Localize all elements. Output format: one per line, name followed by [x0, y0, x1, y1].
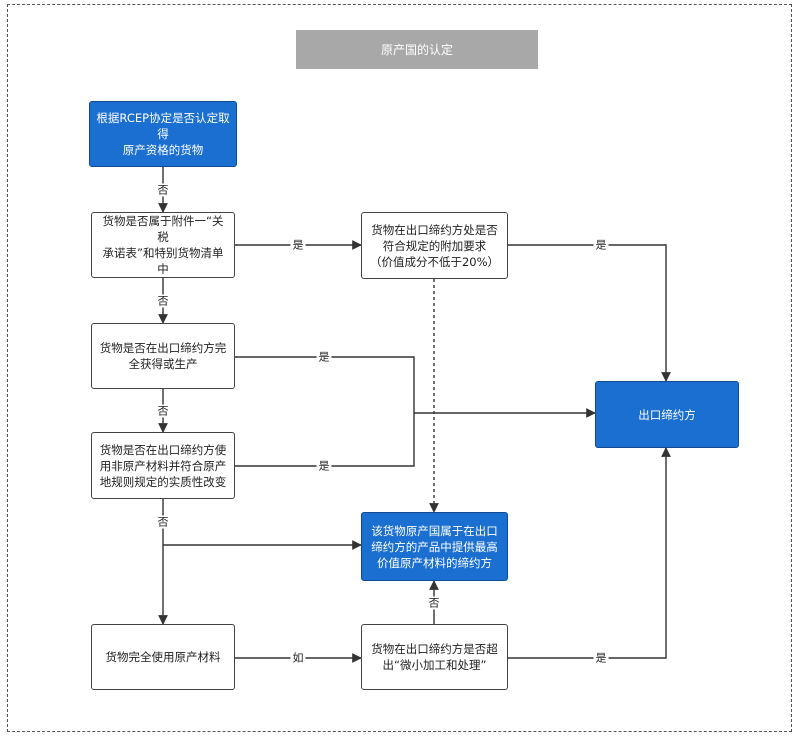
- label-rcep-annex: 否: [155, 183, 171, 197]
- label-nonorig-down: 否: [155, 515, 171, 529]
- node-rcep-origin: 根据RCEP协定是否认定取得 原产资格的货物: [89, 101, 237, 167]
- label-fully-minimal: 如: [290, 651, 306, 665]
- label-annex-wholly: 否: [155, 294, 171, 308]
- label-annex-additional: 是: [290, 238, 306, 252]
- node-exporting-party: 出口缔约方: [595, 381, 739, 448]
- edge-additional-exporting: [508, 244, 671, 382]
- diagram-frame: [7, 4, 792, 732]
- edge-minimal-exporting: [508, 447, 671, 659]
- node-additional-requirement: 货物在出口缔约方处是否 符合规定的附加要求 （价值成分不低于20%）: [361, 212, 508, 279]
- label-wholly-nonorig: 否: [155, 404, 171, 418]
- label-nonorig-exporting: 是: [316, 459, 332, 473]
- node-highest-value-party: 该货物原产国属于在出口 缔约方的产品中提供最高 价值原产材料的缔约方: [361, 512, 508, 581]
- diagram-title: 原产国的认定: [296, 30, 538, 69]
- node-annex-check: 货物是否属于附件一“关税 承诺表”和特别货物清单中: [91, 212, 235, 278]
- label-minimal-highest: 否: [426, 596, 442, 610]
- node-wholly-obtained: 货物是否在出口缔约方完 全获得或生产: [91, 323, 235, 389]
- node-non-originating-materials: 货物是否在出口缔约方使 用非原产材料并符合原产 地规则规定的实质性改变: [91, 432, 235, 499]
- label-additional-exporting: 是: [593, 238, 609, 252]
- label-wholly-exporting: 是: [316, 350, 332, 364]
- edge-wholly-exporting: [235, 356, 415, 413]
- node-minimal-processing: 货物在出口缔约方是否超 出“微小加工和处理”: [361, 624, 508, 690]
- label-minimal-exporting: 是: [593, 651, 609, 665]
- edge-nonorig-exporting: [235, 413, 415, 467]
- node-fully-originating: 货物完全使用原产材料: [91, 624, 235, 690]
